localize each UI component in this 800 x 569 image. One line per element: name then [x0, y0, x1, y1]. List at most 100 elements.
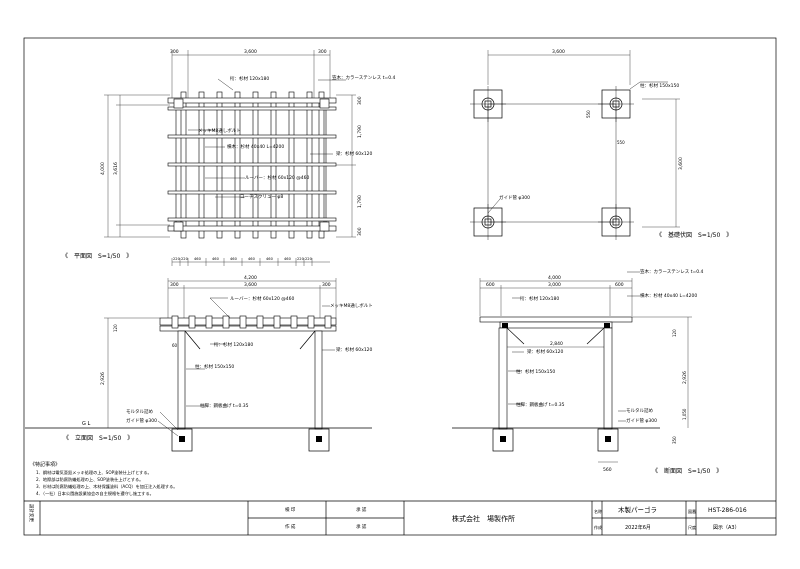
elevation-label-keta: 桁：杉材 120x180	[214, 341, 253, 348]
elevation-label-mortar: モルタル詰め	[126, 408, 153, 415]
elevation-top-dim-total: 4,200	[244, 275, 257, 281]
elevation-label-kanamono: 柱脚：鋼板曲げ t=0.35	[200, 402, 249, 409]
plan-right-dim-1: 1,790	[357, 125, 363, 138]
plan-label-kasagi: 笠木：カラーステンレス t=0.4	[332, 74, 396, 81]
section-right-dim-3: 350	[672, 436, 677, 444]
section-label-keta: 桁：杉材 120x180	[520, 295, 559, 302]
plan-bottom-dim: 460	[266, 257, 274, 261]
elevation-left-dim-total: 2,926	[100, 372, 106, 385]
foundation-title: 《 基礎伏図 S=1/50 》	[656, 231, 732, 239]
note-4: 4．（一社）日本公園施設業協会の自主規格を遵守し施工する。	[36, 490, 154, 497]
plan-label-yokogi: 横木：杉材 40x40 L=4200	[227, 143, 284, 150]
notes-title: 《特記事項》	[30, 461, 60, 468]
drawing-date: 2022年6月	[625, 524, 651, 531]
plan-right-dim-4: 300	[357, 227, 363, 236]
elevation-view: 4,200 300 3,600 300 G L 2,926 120 60 ルーバ…	[25, 275, 373, 452]
section-inner-dim: 2,840	[550, 341, 563, 347]
plan-left-dim-inner: 3,616	[113, 162, 119, 175]
approval-1: 検 印	[285, 506, 296, 513]
date-label: 作成	[594, 524, 602, 530]
notes: 《特記事項》 1．鋼材は電気亜鉛メッキ処理の上、SOP塗装仕上げとする。 2．地…	[30, 461, 178, 497]
plan-top-dim-3: 300	[318, 49, 327, 55]
section-top-dim-3: 600	[615, 282, 624, 288]
louver-end	[222, 315, 230, 329]
louver-end	[205, 315, 213, 329]
louver-end	[307, 315, 315, 329]
section-label-hashira: 柱：杉材 150x150	[516, 368, 555, 375]
plan-right-dim-3: 300	[357, 96, 363, 105]
elevation-top-dim-2: 3,600	[244, 282, 257, 288]
plan-bottom-dim: 460	[248, 257, 256, 261]
foundation-label-guide: ガイド管 φ300	[499, 194, 530, 201]
section-top-dim-1: 600	[486, 282, 495, 288]
foundation-small-dim-1: 550	[586, 110, 591, 118]
plan-bottom-dim: 460	[284, 257, 292, 261]
foundation-view: 3,600 3,600 550 550 柱：杉材 150x150 ガイド管 φ3…	[470, 49, 732, 240]
louver-end	[171, 315, 179, 329]
plan-bottom-dim: 220	[297, 257, 305, 261]
drawing-name: 木製パーゴラ	[618, 505, 657, 514]
title-block: 設計変更 検 印 承 認 作 成 承 認 株式会社 場製作所 名称 木製パーゴラ…	[28, 501, 776, 535]
plan-view: 300 3,600 300 4,000 3,616	[62, 49, 396, 266]
plan-bottom-dim: 220	[181, 257, 189, 261]
plan-label-bolt: メッキM8通しボルト	[198, 127, 241, 134]
plan-label-kozaru: コーチスクリュー φ8	[240, 194, 283, 200]
plan-label-hari: 梁：杉材 60x120	[336, 150, 373, 157]
foundation-right-dim: 3,600	[678, 157, 684, 170]
elevation-left-dim-3: 60	[172, 343, 178, 348]
louver-end	[256, 315, 264, 329]
section-right-dim-2: 120	[672, 329, 677, 337]
plan-bottom-dim: 460	[212, 257, 220, 261]
elevation-label-hashira: 柱：杉材 150x150	[195, 363, 234, 370]
section-title: 《 断面図 S=1/50 》	[652, 467, 722, 475]
elevation-label-louver: ルーバー：杉材 60x120 @460	[230, 295, 295, 302]
section-view: 4,000 600 3,000 600 2,840 560 2,926 120 …	[452, 268, 722, 475]
approval-4: 承 認	[356, 523, 367, 530]
plan-top-dim-2: 3,600	[244, 49, 257, 55]
plan-bottom-dim: 220	[173, 257, 181, 261]
plan-bottom-dim: 460	[194, 257, 202, 261]
elevation-label-hari: 梁：杉材 60x120	[336, 346, 373, 353]
drawing-no: HST-286-016	[708, 507, 747, 514]
approval-3: 作 成	[285, 523, 296, 530]
note-1: 1．鋼材は電気亜鉛メッキ処理の上、SOP塗装仕上げとする。	[36, 469, 152, 476]
elevation-title: 《 立面図 S=1/50 》	[63, 434, 133, 442]
section-label-yokogi: 横木：杉材 40x40 L=4200	[640, 292, 697, 299]
louver-end	[239, 315, 247, 329]
plan-bottom-dim: 460	[230, 257, 238, 261]
title-block-side-label: 設計変更	[28, 504, 35, 522]
elevation-label-guide: ガイド管 φ300	[126, 417, 157, 424]
plan-left-dim-total: 4,000	[100, 162, 106, 175]
plan-title: 《 平面図 S=1/50 》	[62, 253, 132, 260]
elevation-top-dim-3: 300	[322, 282, 331, 288]
section-label-guide: ガイド管 φ300	[626, 417, 657, 424]
louver-end	[324, 315, 332, 329]
plan-top-dim-1: 300	[170, 49, 179, 55]
elevation-left-dim-2: 120	[113, 324, 118, 332]
louver-end	[290, 315, 298, 329]
foundation-small-dim-2: 550	[617, 140, 625, 145]
elevation-top-dim-1: 300	[170, 282, 179, 288]
section-top-dim-total: 4,000	[548, 275, 561, 281]
section-label-kanamono: 柱脚：鋼板曲げ t=0.35	[516, 401, 565, 408]
louver-end	[273, 315, 281, 329]
outer-border	[23, 37, 777, 536]
name-label: 名称	[594, 508, 602, 514]
louver-end	[188, 315, 196, 329]
plan-label-louver: ルーバー：杉材 60x120 @460	[245, 174, 310, 181]
size-label: 尺度	[688, 524, 696, 530]
note-2: 2．地際部は防腐防蟻処理の上、SOP塗装仕上げとする。	[36, 476, 143, 483]
drawing-size: 図示（A3）	[713, 525, 740, 531]
company-name: 株式会社 場製作所	[452, 514, 515, 523]
approval-2: 承 認	[356, 506, 367, 513]
plan-label-keta: 桁：杉材 120x180	[230, 75, 269, 82]
section-bottom-dim: 560	[603, 467, 612, 473]
plan-right-dim-2: 1,790	[357, 195, 363, 208]
section-label-hari: 梁：杉材 60x120	[527, 348, 564, 355]
section-label-kasagi: 笠木：カラーステンレス t=0.4	[640, 268, 704, 275]
drawing-no-label: 図番	[688, 508, 696, 514]
section-top-dim-2: 3,000	[548, 282, 561, 288]
foundation-label-hashira: 柱：杉材 150x150	[640, 82, 679, 89]
